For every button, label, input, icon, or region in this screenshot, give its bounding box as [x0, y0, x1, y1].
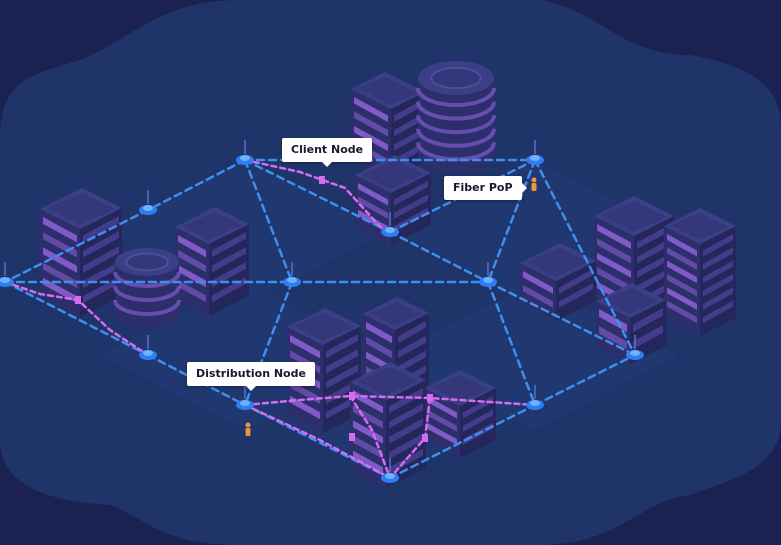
- fiber-pop-label: Fiber PoP: [444, 176, 522, 200]
- client-node-label: Client Node: [282, 138, 372, 162]
- building: [350, 362, 426, 488]
- client-marker: [75, 296, 81, 304]
- person-icon: [246, 423, 251, 437]
- building: [424, 370, 496, 458]
- building: [664, 208, 736, 336]
- client-marker: [349, 433, 355, 441]
- person-icon: [532, 178, 537, 192]
- storage-tower: [418, 61, 494, 173]
- client-marker: [349, 392, 355, 400]
- client-marker: [319, 176, 325, 184]
- client-marker: [427, 394, 433, 402]
- building: [175, 207, 249, 316]
- client-marker: [422, 434, 428, 442]
- distribution-node-label: Distribution Node: [187, 362, 315, 386]
- storage-tower: [115, 248, 179, 328]
